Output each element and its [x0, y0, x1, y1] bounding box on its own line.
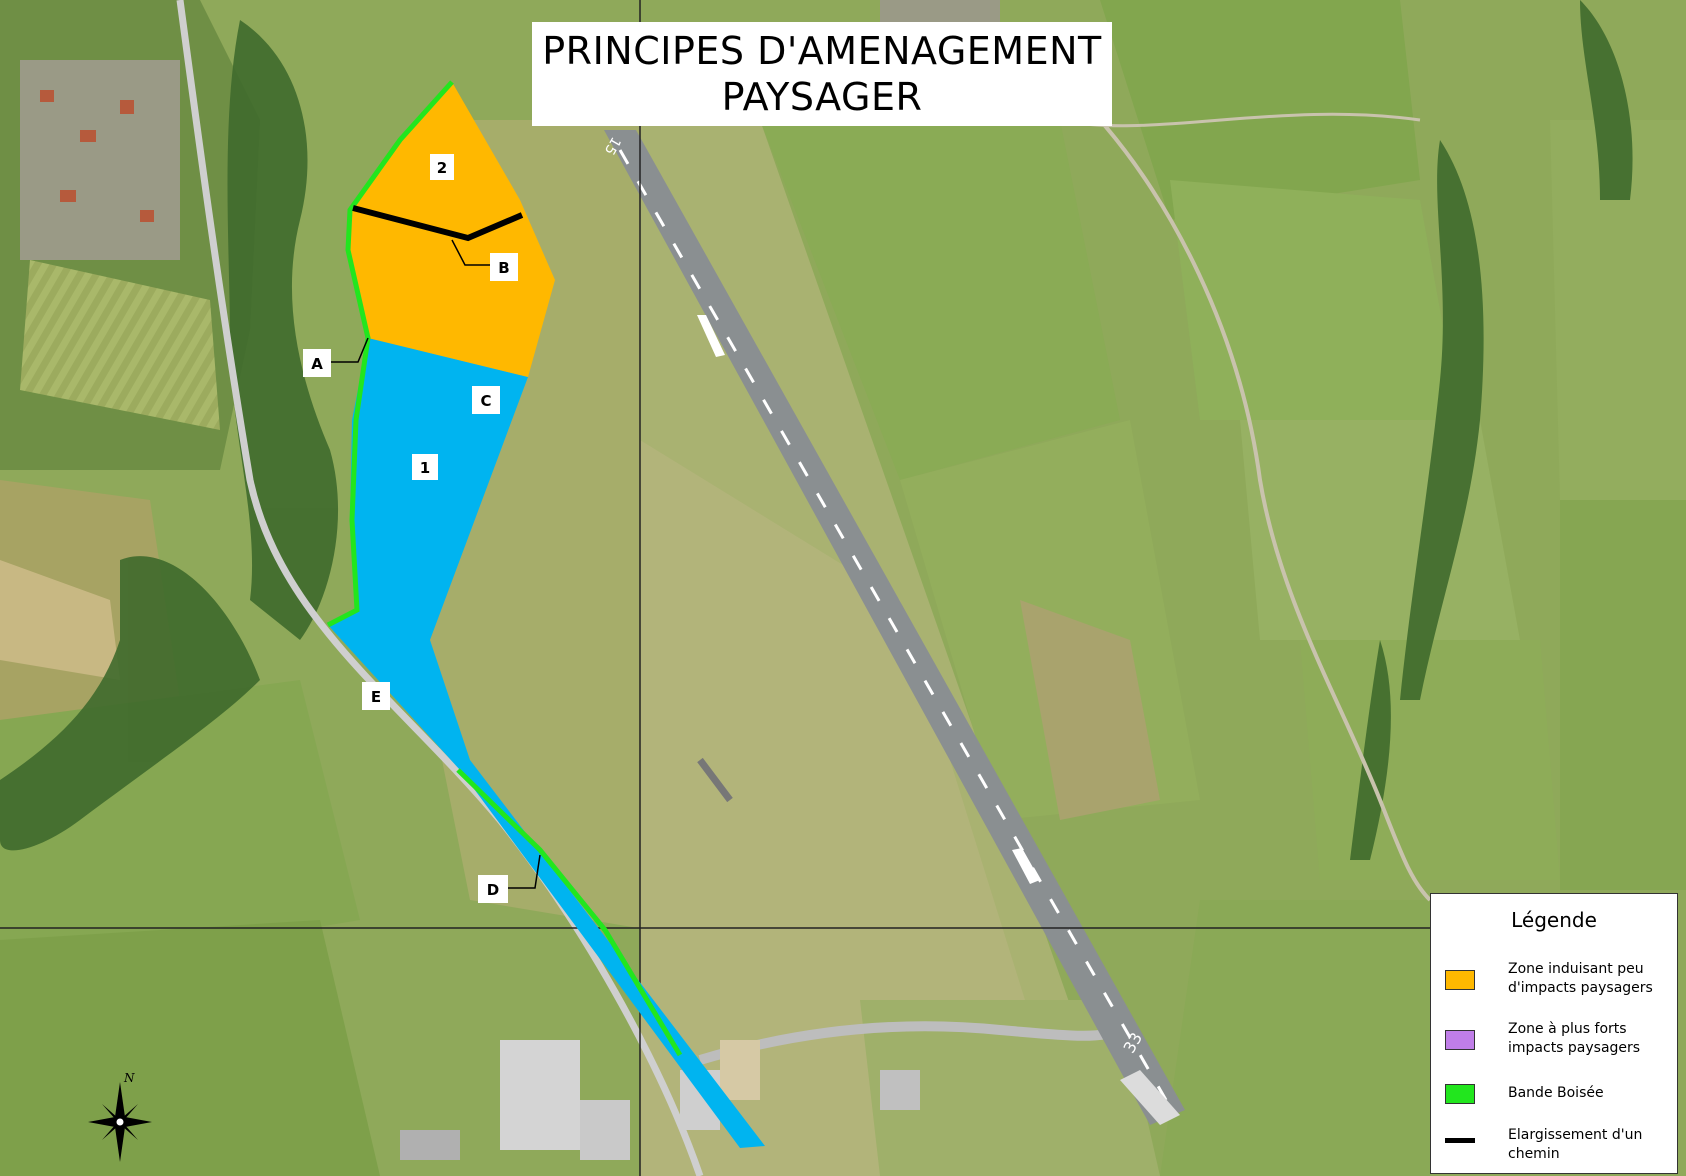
village-layer — [20, 0, 1000, 260]
zone-2-orange — [350, 82, 555, 377]
svg-text:D: D — [487, 881, 499, 899]
marker-label-d: D — [478, 875, 508, 903]
legend-label-low-impact-2: d'impacts paysagers — [1508, 980, 1653, 996]
legend-line-black — [1445, 1138, 1475, 1143]
legend-title: Légende — [1511, 908, 1597, 932]
legend-label-widened-path-2: chemin — [1508, 1146, 1560, 1162]
legend-label-high-impact-1: Zone à plus forts — [1508, 1021, 1627, 1037]
svg-text:E: E — [371, 688, 381, 706]
legend-label-high-impact-2: impacts paysagers — [1508, 1040, 1641, 1056]
svg-text:B: B — [498, 259, 509, 277]
marker-label-b: B — [490, 253, 518, 281]
runway-number-15: 15 — [601, 134, 624, 157]
svg-text:1: 1 — [420, 459, 430, 477]
legend-swatch-green — [1445, 1084, 1475, 1104]
grid-lines — [0, 0, 1430, 1176]
airport-buildings — [400, 1040, 920, 1160]
map-title: PRINCIPES D'AMENAGEMENT PAYSAGER — [532, 22, 1112, 126]
legend-panel: Légende Zone induisant peu d'impacts pay… — [1430, 893, 1678, 1174]
svg-text:2: 2 — [437, 159, 447, 177]
zone-label-1: 1 — [412, 454, 438, 480]
legend-swatch-purple — [1445, 1030, 1475, 1050]
leader-lines — [330, 239, 541, 889]
svg-text:C: C — [480, 392, 491, 410]
compass-rose-icon: N — [88, 1071, 152, 1162]
widened-path — [352, 205, 524, 242]
zone-1-blue — [328, 338, 765, 1148]
runway: 15 33 — [601, 130, 1185, 1125]
legend-label-widened-path-1: Elargissement d'un — [1508, 1127, 1643, 1143]
compass-north-letter: N — [123, 1071, 135, 1085]
marker-label-c: C — [472, 386, 500, 414]
marker-label-e: E — [362, 682, 390, 710]
marker-label-a: A — [303, 349, 331, 377]
legend-label-wooded-band: Bande Boisée — [1508, 1085, 1604, 1101]
wooded-band-south — [456, 768, 683, 1057]
map-title-line-2: PAYSAGER — [721, 75, 923, 119]
legend-swatch-orange — [1445, 970, 1475, 990]
zone-label-2: 2 — [430, 154, 454, 180]
svg-text:A: A — [311, 355, 323, 373]
map-title-line-1: PRINCIPES D'AMENAGEMENT — [542, 29, 1102, 73]
forest-layer — [0, 0, 1633, 860]
legend-label-low-impact-1: Zone induisant peu — [1508, 961, 1644, 977]
roads-layer — [176, 0, 1432, 1176]
